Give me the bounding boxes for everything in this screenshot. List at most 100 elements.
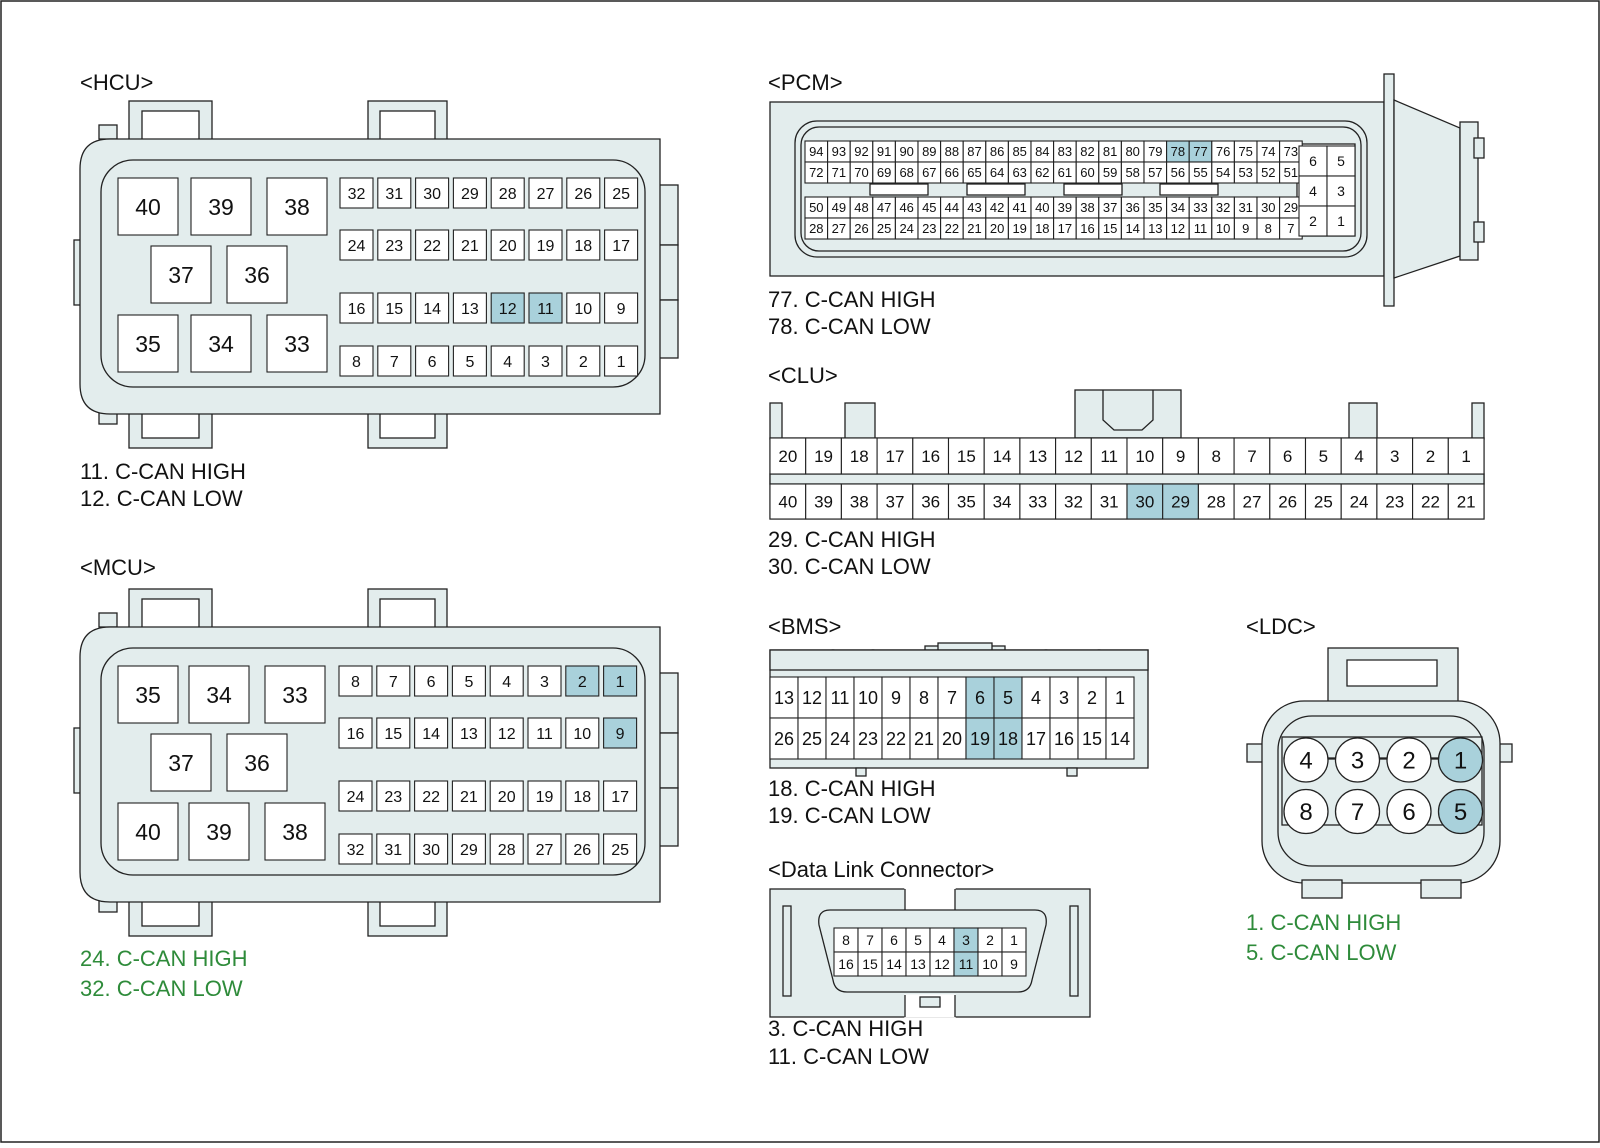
housing-part (844, 402, 876, 440)
pin-label: 28 (498, 842, 516, 859)
pin-22 (1412, 483, 1449, 520)
pin-label: 31 (1238, 200, 1252, 215)
pin-label: 5 (1454, 799, 1467, 826)
pin-label: 40 (778, 493, 797, 512)
bms-title: <BMS> (768, 614, 841, 639)
pin-label: 67 (922, 165, 936, 180)
pin-label: 10 (982, 956, 998, 972)
pin-label: 3 (1390, 447, 1399, 466)
pin-16 (338, 717, 373, 749)
pin-label: 6 (1402, 799, 1415, 826)
pin-label: 30 (422, 842, 440, 859)
pin-label: 43 (967, 200, 981, 215)
pin-label: 38 (284, 194, 310, 220)
pin-label: 39 (206, 819, 232, 845)
pin-38 (266, 177, 328, 236)
pin-34 (188, 665, 250, 724)
pin-12 (490, 292, 525, 324)
pin-label: 84 (1035, 144, 1049, 159)
pin-label: 17 (1058, 221, 1072, 236)
pin-label: 15 (1082, 729, 1102, 749)
housing-part (1473, 137, 1485, 159)
pin-label: 21 (460, 789, 478, 806)
pin-28 (1197, 483, 1235, 520)
pin-40 (117, 802, 179, 861)
pin-20 (489, 780, 524, 812)
pin-label: 14 (423, 301, 441, 318)
pin-7 (377, 345, 412, 377)
pin-3 (528, 345, 563, 377)
housing-part (379, 598, 436, 630)
pin-label: 6 (1309, 153, 1317, 169)
pin-1 (603, 665, 638, 697)
pin-label: 5 (1337, 153, 1345, 169)
pin-label: 22 (886, 729, 906, 749)
pin-7 (376, 665, 411, 697)
pin-6 (1269, 437, 1307, 475)
pin-label: 22 (423, 238, 441, 255)
pin-label: 33 (1028, 493, 1047, 512)
pin-label: 50 (809, 200, 823, 215)
pin-label: 11 (1100, 447, 1118, 466)
pin-13 (1019, 437, 1057, 475)
pin-label: 7 (947, 688, 957, 708)
pin-label: 18 (573, 789, 591, 806)
pin-label: 44 (945, 200, 959, 215)
pin-2 (566, 345, 601, 377)
housing-part (1301, 879, 1343, 899)
housing-part (657, 787, 679, 847)
pin-label: 54 (1216, 165, 1230, 180)
pin-10 (853, 676, 883, 719)
pin-label: 16 (347, 726, 365, 743)
pin-label: 5 (914, 932, 922, 948)
pin-3 (1376, 437, 1414, 475)
housing-part (379, 110, 436, 142)
pin-label: 33 (282, 682, 308, 708)
pin-1 (1105, 676, 1135, 719)
pin-label: 22 (945, 221, 959, 236)
pin-label: 29 (461, 186, 479, 203)
housing-part (1102, 390, 1154, 431)
pin-label: 10 (858, 688, 878, 708)
pin-28 (490, 177, 525, 209)
pin-8 (1283, 788, 1329, 835)
pin-25 (797, 717, 827, 760)
pin-1 (1326, 205, 1356, 237)
pin-label: 39 (1058, 200, 1072, 215)
pin-6 (965, 676, 995, 719)
pin-9 (603, 717, 638, 749)
pin-label: 9 (1176, 447, 1185, 466)
hcu-note-low: 12. C-CAN LOW (80, 486, 243, 511)
pin-6 (415, 345, 450, 377)
pin-39 (190, 177, 252, 236)
pcm-title: <PCM> (768, 70, 843, 95)
pin-label: 32 (1064, 493, 1083, 512)
pin-label: 9 (1242, 221, 1249, 236)
pin-10 (566, 292, 601, 324)
pin-38 (840, 483, 878, 520)
pin-label: 19 (536, 789, 554, 806)
pin-label: 79 (1148, 144, 1162, 159)
pin-label: 3 (541, 354, 550, 371)
pin-label: 73 (1284, 144, 1298, 159)
pin-2 (1386, 737, 1432, 783)
pin-label: 42 (990, 200, 1004, 215)
pin-label: 36 (921, 493, 940, 512)
housing-part (769, 473, 1485, 485)
pin-label: 35 (135, 682, 161, 708)
pin-21 (909, 717, 939, 760)
pin-label: 5 (1319, 447, 1328, 466)
pin-32 (339, 177, 374, 209)
pin-label: 3 (540, 674, 549, 691)
mcu-note-high: 24. C-CAN HIGH (80, 946, 247, 971)
pin-6 (414, 665, 449, 697)
pin-label: 58 (1125, 165, 1139, 180)
housing-part (1383, 73, 1395, 307)
pin-label: 7 (1247, 447, 1256, 466)
pin-label: 38 (282, 819, 308, 845)
pin-2 (565, 665, 600, 697)
